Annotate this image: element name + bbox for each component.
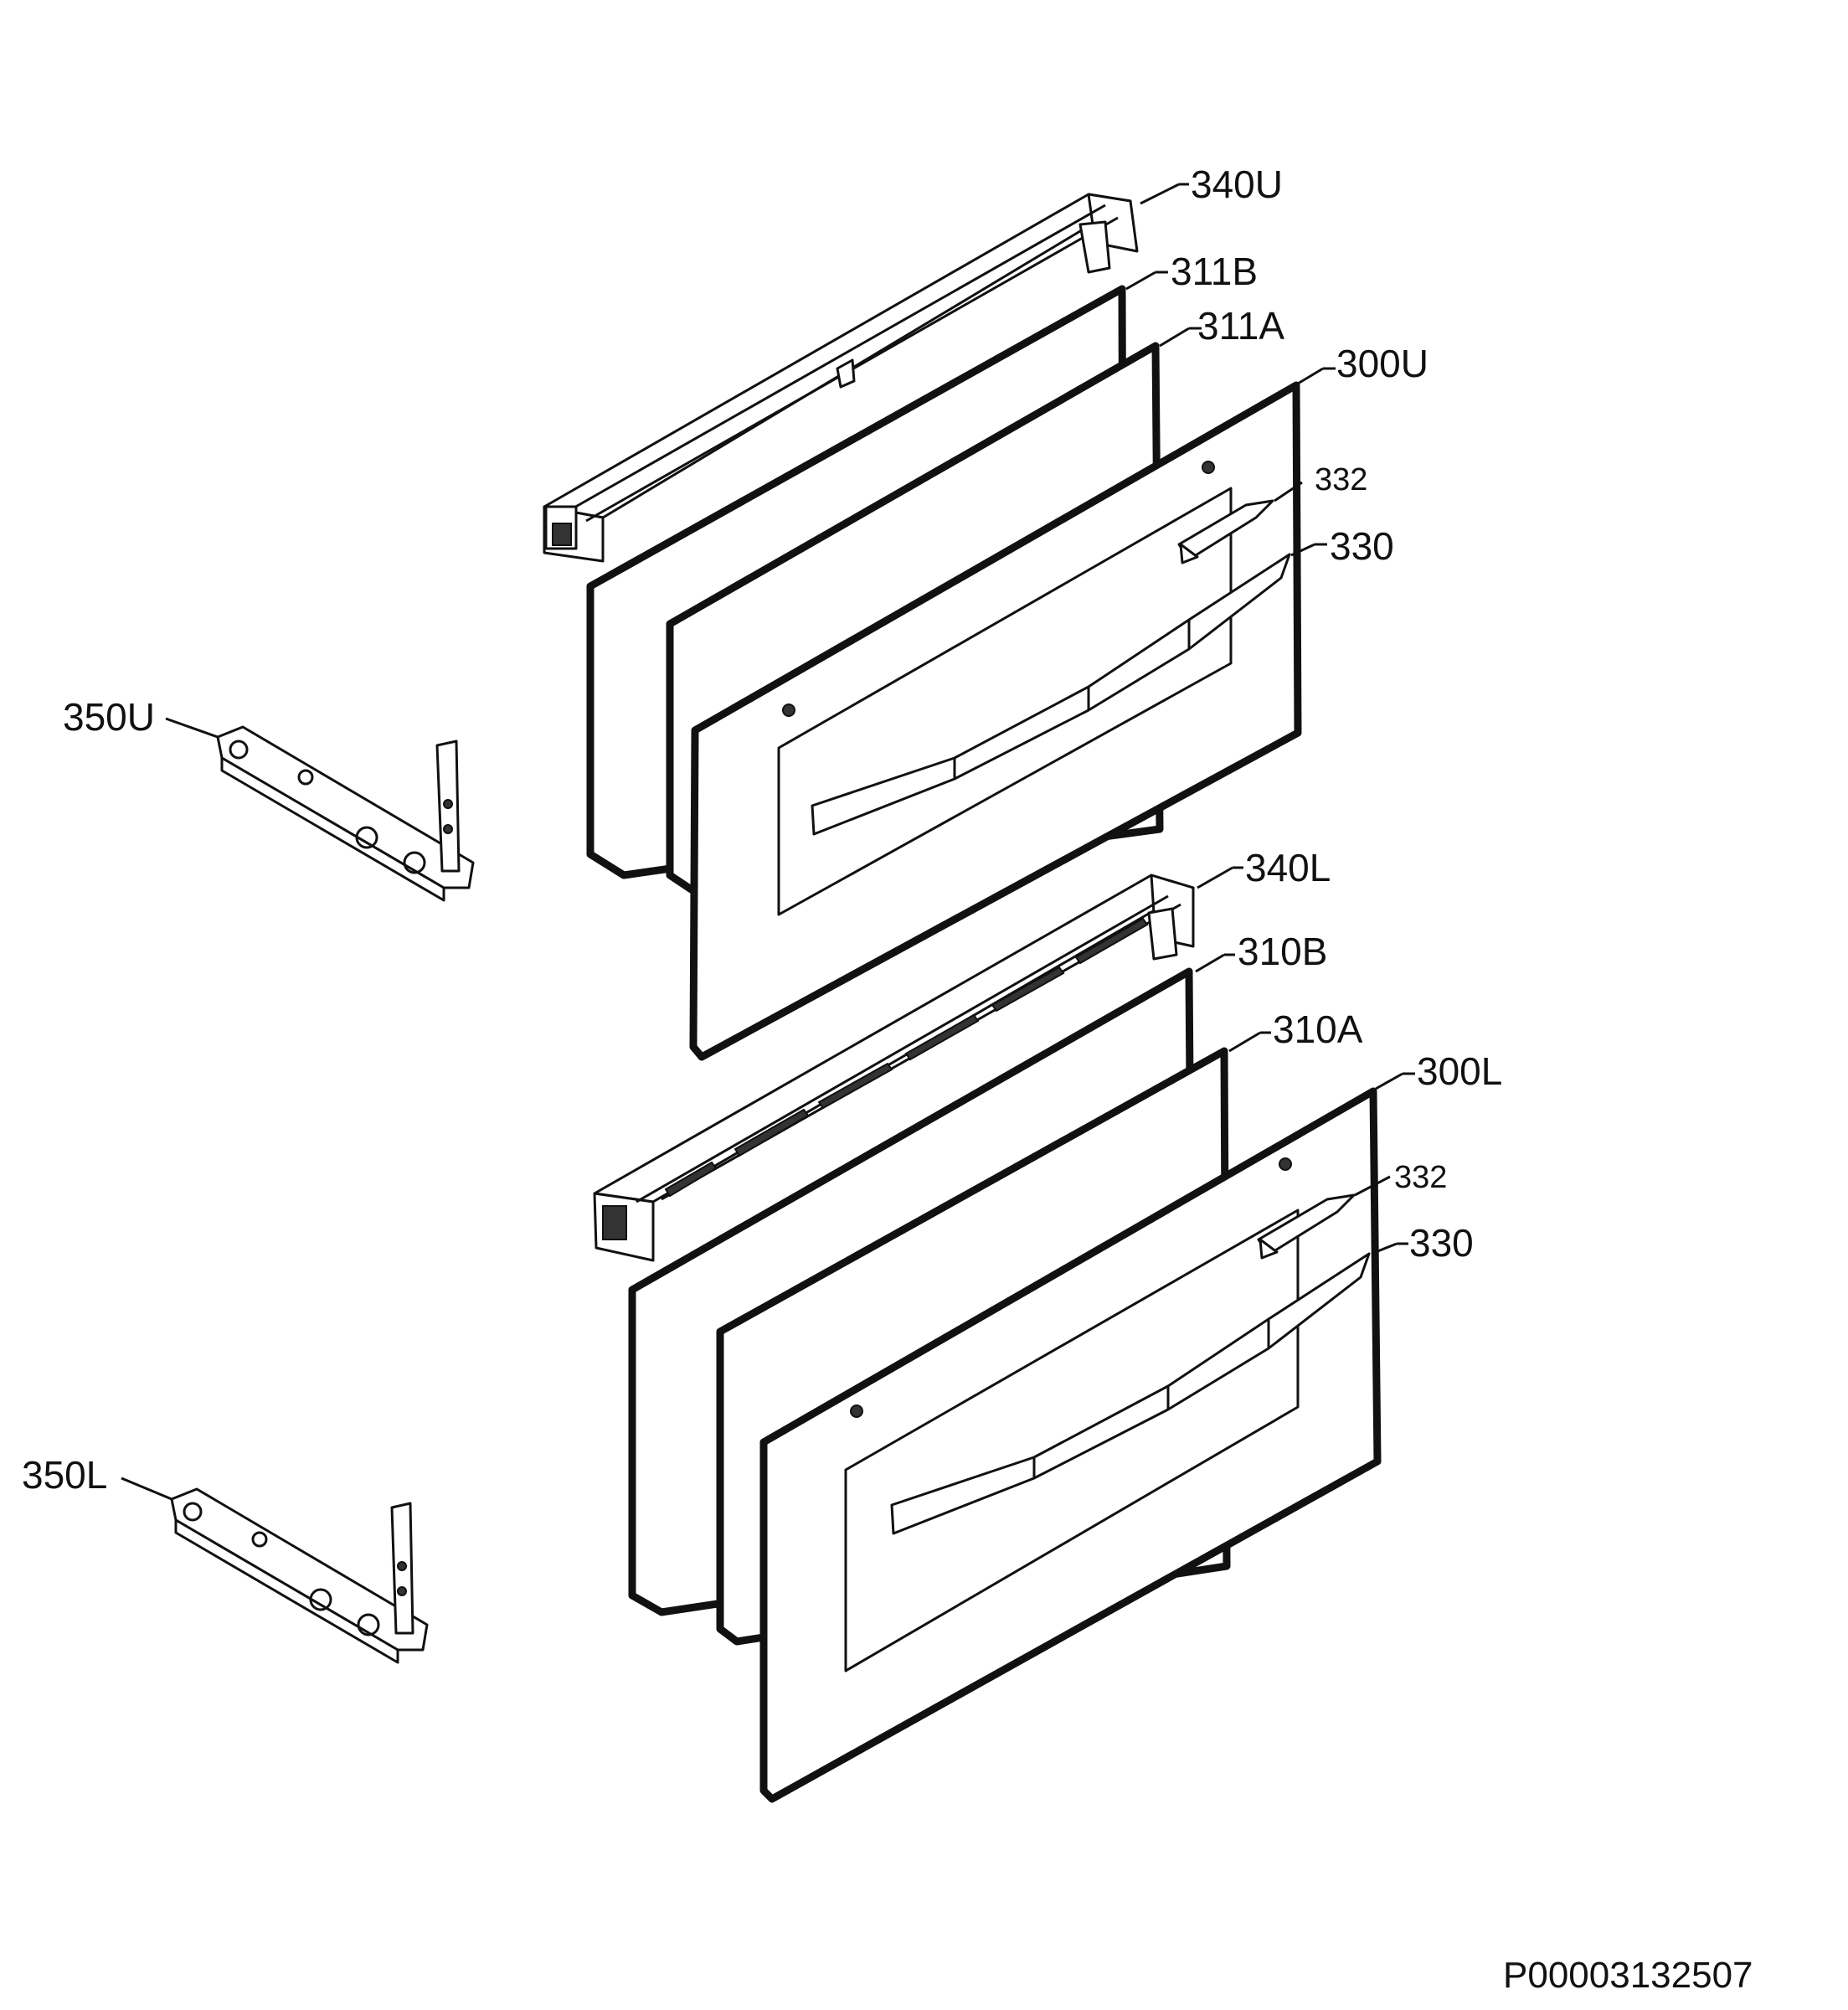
upper-handle-label: 330: [1330, 524, 1394, 568]
lower-handle-end-label: 332: [1394, 1160, 1447, 1195]
upper-outer-panel-part: [689, 381, 1302, 1061]
upper-trim-label: 340U: [1191, 162, 1283, 206]
lower-inner-glass-a-label: 310A: [1273, 1008, 1363, 1051]
upper-trim-part: [543, 193, 1139, 563]
upper-handle-part: [811, 553, 1291, 836]
lower-handle-end-part: [1257, 1193, 1356, 1260]
upper-hinge-part: [216, 725, 475, 902]
upper-handle-end-label: 332: [1315, 462, 1367, 497]
upper-outer-panel-label: 300U: [1336, 342, 1428, 385]
lower-hinge-label: 350L: [22, 1453, 107, 1497]
lower-outer-panel-label: 300L: [1417, 1049, 1502, 1093]
document-id: P00003132507: [1503, 1955, 1753, 1996]
lower-handle-label: 330: [1409, 1221, 1474, 1265]
upper-inner-glass-b-label: 311B: [1171, 250, 1258, 293]
upper-handle-end-part: [1177, 499, 1274, 564]
upper-hinge-label: 350U: [63, 695, 155, 739]
lower-trim-vents: [664, 917, 1149, 1198]
lower-trim-label: 340L: [1245, 846, 1331, 889]
lower-hinge-part: [170, 1487, 429, 1664]
lower-handle-part: [890, 1252, 1371, 1535]
upper-door-assembly: 340U 311B 311A 300U 332 330 350U: [63, 162, 1428, 1061]
lower-inner-glass-b-label: 310B: [1238, 930, 1327, 973]
lower-door-assembly: 340L 310B 310A 300L 332 330 350L: [22, 846, 1502, 1803]
upper-inner-glass-a-label: 311A: [1197, 304, 1284, 348]
lower-trim-part: [593, 874, 1195, 1262]
